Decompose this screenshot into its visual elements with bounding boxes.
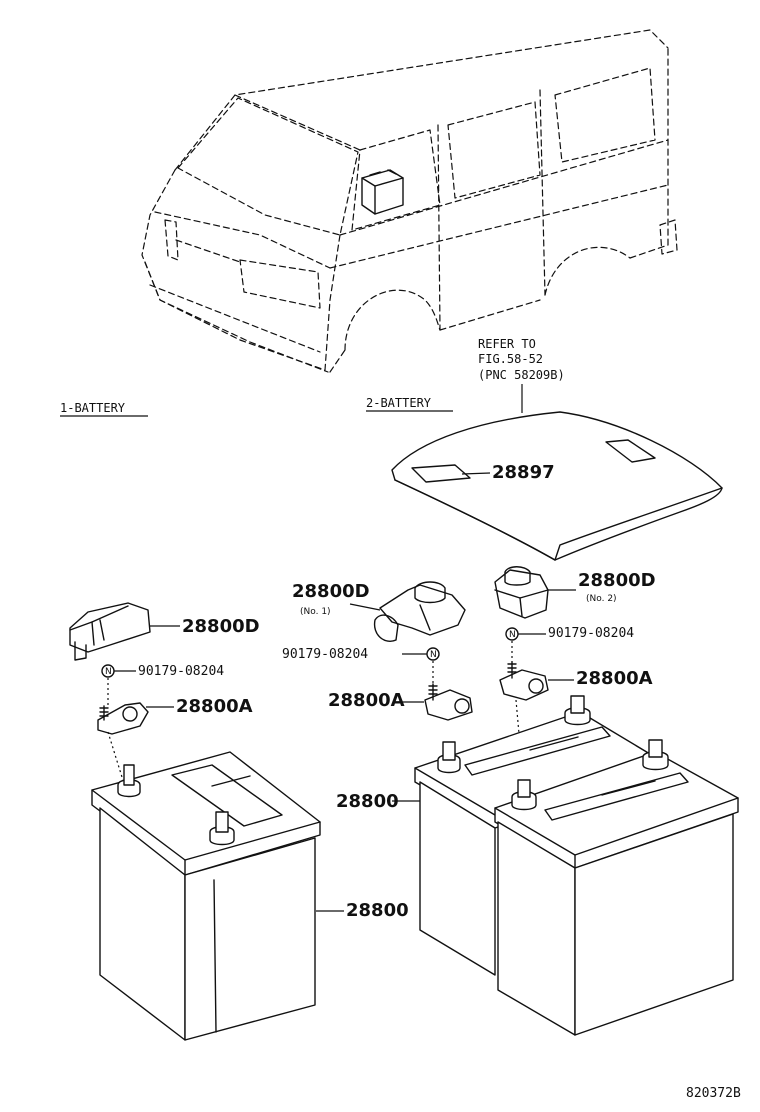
van-outline-illustration <box>141 29 678 373</box>
leader-28800d-no1 <box>349 603 381 611</box>
terminal-cover-no2-illustration <box>494 566 549 619</box>
note-no1: (No. 1) <box>300 607 331 617</box>
clamp-left-illustration <box>97 702 149 735</box>
part-number-28800d-no1: 28800D <box>292 581 370 602</box>
part-number-28800a-left: 28800A <box>176 696 253 717</box>
part-number-28800d-no2: 28800D <box>578 570 656 591</box>
part-number-nut-left: 90179-08204 <box>138 664 224 679</box>
battery-left-illustration <box>91 751 321 1041</box>
part-number-28800-left: 28800 <box>346 900 409 921</box>
part-number-nut-mid: 90179-08204 <box>282 647 368 662</box>
svg-text:N: N <box>509 630 516 640</box>
part-number-28800a-right: 28800A <box>576 668 653 689</box>
svg-text:N: N <box>430 650 437 660</box>
svg-text:N: N <box>105 667 112 677</box>
clamp-mid-illustration <box>424 683 473 721</box>
section-label-2-battery: 2-BATTERY <box>366 396 432 410</box>
part-number-28800d-left: 28800D <box>182 616 260 637</box>
part-number-28800a-mid: 28800A <box>328 690 405 711</box>
note-no2: (No. 2) <box>586 594 617 604</box>
nut-right-icon: N <box>505 627 519 641</box>
battery-cover-illustration <box>391 411 723 561</box>
part-number-28897: 28897 <box>492 462 555 483</box>
nut-left-icon: N <box>101 664 115 678</box>
reference-line-1: REFER TO <box>478 337 536 351</box>
terminal-cover-no1-illustration <box>373 581 466 642</box>
nut-mid-icon: N <box>426 647 440 661</box>
reference-line-2: FIG.58-52 <box>478 352 543 366</box>
leader-28897 <box>461 472 491 475</box>
battery-pair-illustration <box>414 695 739 1036</box>
section-label-1-battery: 1-BATTERY <box>60 401 126 415</box>
clamp-right-illustration <box>499 661 549 701</box>
reference-line-3: (PNC 58209B) <box>478 368 565 382</box>
part-number-28800-right: 28800 <box>336 791 399 812</box>
part-number-nut-right: 90179-08204 <box>548 626 634 641</box>
terminal-cover-left-illustration <box>69 602 151 661</box>
figure-code: 820372B <box>686 1086 741 1101</box>
